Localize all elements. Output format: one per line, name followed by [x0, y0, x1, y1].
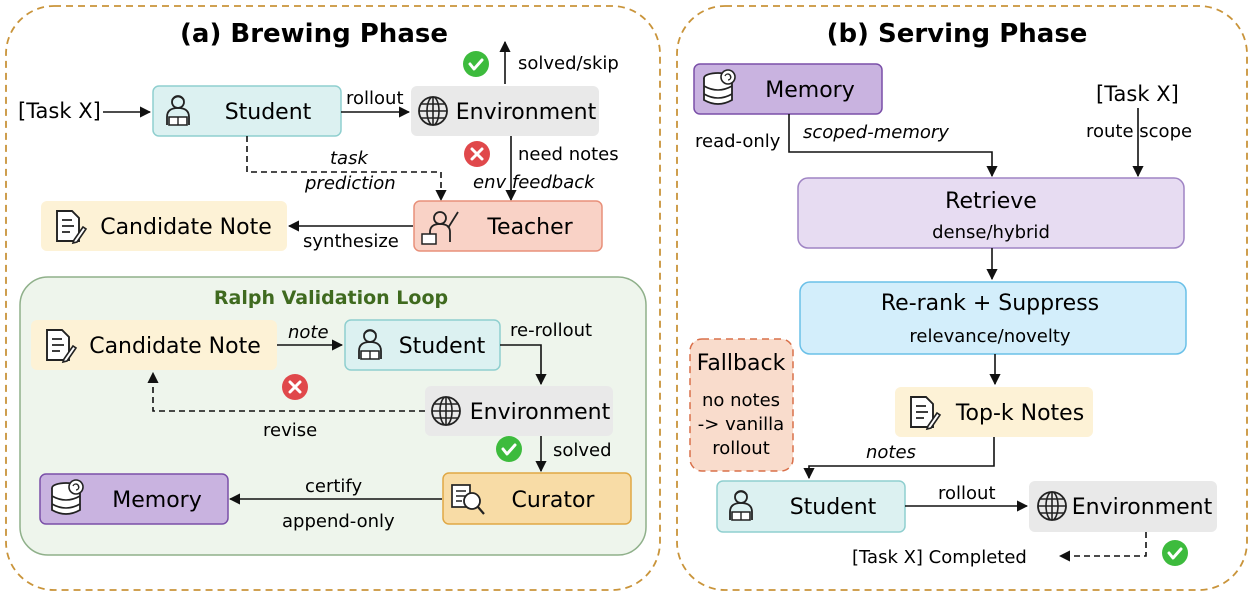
- task-x-label: [Task X]: [18, 99, 101, 123]
- check-icon: [1160, 538, 1190, 568]
- rollout-label: rollout: [346, 88, 404, 109]
- retrieve-sub-label: dense/hybrid: [932, 222, 1050, 243]
- fallback-node: Fallback no notes -> vanilla rollout: [689, 338, 794, 472]
- check-icon: [461, 49, 491, 79]
- ralph-loop-title: Ralph Validation Loop: [214, 287, 448, 309]
- loop-student-node: Student: [344, 319, 501, 371]
- fallback-line-1: no notes: [702, 390, 780, 411]
- rerank-node: Re-rank + Suppress relevance/novelty: [799, 281, 1187, 355]
- database-icon: [703, 69, 736, 105]
- student-node: Student: [152, 85, 342, 137]
- topk-notes-node: Top-k Notes: [895, 387, 1093, 437]
- note-label: note: [288, 322, 329, 343]
- retrieve-node: Retrieve dense/hybrid: [797, 177, 1185, 249]
- append-only-label: append-only: [282, 511, 395, 532]
- topk-notes-label: Top-k Notes: [955, 401, 1084, 426]
- serving-task-label: [Task X]: [1096, 82, 1179, 106]
- retrieve-label: Retrieve: [945, 189, 1037, 214]
- task-label: task: [330, 148, 369, 169]
- teacher-node: Teacher: [413, 200, 603, 252]
- rerank-label: Re-rank + Suppress: [881, 291, 1099, 316]
- prediction-label: prediction: [304, 173, 396, 194]
- serving-phase-panel: [676, 5, 1248, 591]
- solved-skip-label: solved/skip: [518, 53, 619, 74]
- completed-label: [Task X] Completed: [852, 547, 1027, 568]
- serving-rollout-label: rollout: [938, 483, 996, 504]
- candidate-note-label: Candidate Note: [100, 215, 272, 240]
- environment-label: Environment: [456, 100, 597, 125]
- cross-icon: [462, 139, 492, 169]
- certify-label: certify: [305, 476, 362, 497]
- serving-student-label: Student: [790, 495, 877, 520]
- cross-icon: [280, 372, 310, 402]
- fallback-title: Fallback: [697, 351, 786, 376]
- task-prediction-arrow: [246, 136, 447, 202]
- environment-node: Environment: [411, 86, 599, 136]
- loop-student-label: Student: [399, 334, 486, 359]
- serving-memory-label: Memory: [765, 78, 854, 103]
- brewing-phase-panel: [5, 5, 661, 591]
- memory-to-retrieve-arrow: [788, 114, 998, 178]
- route-scope-label: route scope: [1086, 121, 1192, 142]
- fallback-line-3: rollout: [712, 438, 770, 459]
- check-icon: [494, 434, 524, 464]
- read-only-label: read-only: [695, 131, 781, 152]
- database-icon: [51, 479, 84, 515]
- loop-memory-label: Memory: [112, 488, 201, 513]
- teacher-label: Teacher: [486, 215, 573, 240]
- brewing-phase-title: (a) Brewing Phase: [180, 19, 448, 49]
- serving-student-node: Student: [716, 480, 906, 533]
- revise-label: revise: [263, 420, 317, 441]
- loop-environment-label: Environment: [470, 400, 611, 425]
- serving-environment-node: Environment: [1029, 481, 1217, 532]
- globe-icon: [431, 396, 461, 426]
- loop-memory-node: Memory: [39, 473, 229, 525]
- synthesize-label: synthesize: [303, 231, 399, 252]
- re-rollout-label: re-rollout: [510, 320, 592, 341]
- loop-candidate-note-label: Candidate Note: [89, 334, 261, 359]
- fallback-line-2: -> vanilla: [698, 414, 784, 435]
- rerank-sub-label: relevance/novelty: [909, 326, 1070, 347]
- curator-node: Curator: [442, 472, 632, 525]
- serving-environment-label: Environment: [1072, 495, 1213, 520]
- solved-label: solved: [553, 440, 612, 461]
- candidate-note-node: Candidate Note: [41, 201, 287, 251]
- globe-icon: [418, 96, 448, 126]
- revise-arrow: [147, 371, 425, 412]
- topk-to-student-arrow: [803, 437, 995, 480]
- scoped-memory-label: scoped-memory: [803, 122, 949, 143]
- student-label: Student: [225, 100, 312, 125]
- completed-arrow: [1058, 532, 1147, 562]
- notes-label: notes: [866, 442, 916, 463]
- loop-environment-node: Environment: [425, 386, 613, 436]
- env-feedback-label: env feedback: [473, 172, 596, 193]
- globe-icon: [1037, 491, 1067, 521]
- serving-memory-node: Memory: [693, 63, 883, 115]
- need-notes-label: need notes: [518, 144, 619, 165]
- loop-candidate-note-node: Candidate Note: [31, 320, 277, 370]
- re-rollout-arrow: [500, 344, 547, 386]
- curator-label: Curator: [512, 488, 596, 513]
- serving-phase-title: (b) Serving Phase: [827, 19, 1088, 49]
